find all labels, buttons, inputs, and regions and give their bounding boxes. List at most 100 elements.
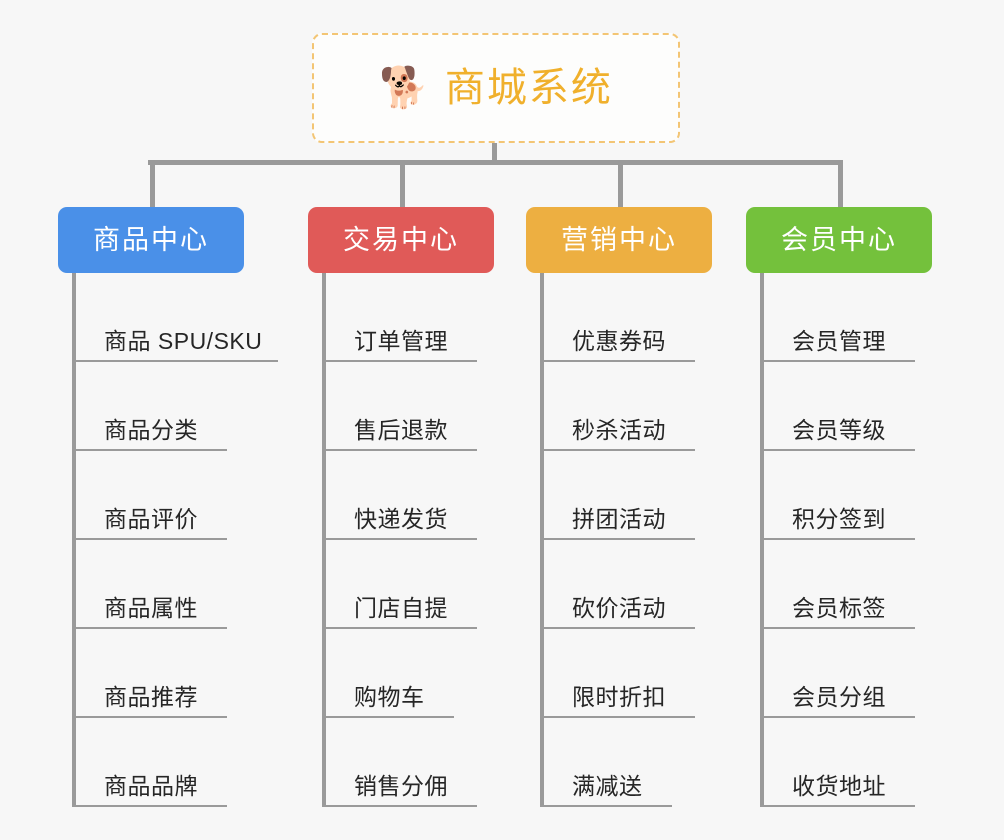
root-node-title: 商城系统 [444,66,613,110]
leaf-item-label: 商品评价 [104,506,198,532]
leaf-underline [72,449,227,451]
leaf-item[interactable]: 商品评价 [72,451,262,540]
leaf-underline [540,805,672,807]
leaf-item-label: 满减送 [572,773,643,799]
leaf-list-member-center: 会员管理会员等级积分签到会员标签会员分组收货地址 [760,273,915,807]
leaf-underline [760,360,915,362]
leaf-item[interactable]: 快递发货 [322,451,477,540]
leaf-underline [322,627,477,629]
leaf-item[interactable]: 商品 SPU/SKU [72,273,278,362]
leaf-item-label: 砍价活动 [572,595,666,621]
leaf-item-label: 会员分组 [792,684,886,710]
leaf-list-trade-center: 订单管理售后退款快递发货门店自提购物车销售分佣 [322,273,477,807]
leaf-item[interactable]: 收货地址 [760,718,915,807]
leaf-item[interactable]: 商品品牌 [72,718,262,807]
category-label-trade-center: 交易中心 [343,224,459,255]
leaf-item-label: 售后退款 [354,417,448,443]
category-label-product-center: 商品中心 [93,224,209,255]
leaf-spine-product-center [72,273,76,807]
leaf-item-label: 商品品牌 [104,773,198,799]
leaf-underline [322,360,477,362]
leaf-item[interactable]: 商品分类 [72,362,262,451]
leaf-item[interactable]: 优惠券码 [540,273,695,362]
leaf-item-label: 购物车 [354,684,425,710]
leaf-item-label: 商品 SPU/SKU [104,328,263,354]
leaf-underline [322,716,454,718]
leaf-item[interactable]: 满减送 [540,718,672,807]
leaf-item-label: 会员标签 [792,595,886,621]
leaf-item-label: 商品属性 [104,595,198,621]
leaf-item-label: 商品分类 [104,417,198,443]
leaf-item[interactable]: 砍价活动 [540,540,695,629]
leaf-underline [760,716,915,718]
leaf-underline [72,627,227,629]
leaf-item[interactable]: 会员管理 [760,273,915,362]
leaf-spine-marketing-center [540,273,544,807]
category-box-trade-center[interactable]: 交易中心 [308,207,494,273]
leaf-underline [540,716,695,718]
leaf-underline [322,449,477,451]
connector-horizontal-bus [148,160,840,165]
leaf-item[interactable]: 购物车 [322,629,454,718]
leaf-underline [322,805,477,807]
leaf-item[interactable]: 拼团活动 [540,451,695,540]
leaf-item-label: 快递发货 [354,506,448,532]
leaf-underline [72,360,278,362]
root-node-shop-system[interactable]: 🐕 商城系统 [312,33,680,143]
leaf-item[interactable]: 会员等级 [760,362,915,451]
leaf-underline [72,805,227,807]
leaf-underline [540,538,695,540]
leaf-underline [540,360,695,362]
leaf-column-marketing-center: 优惠券码秒杀活动拼团活动砍价活动限时折扣满减送 [540,273,695,807]
leaf-item[interactable]: 售后退款 [322,362,477,451]
leaf-item[interactable]: 销售分佣 [322,718,477,807]
leaf-item-label: 商品推荐 [104,684,198,710]
connector-root-stem [492,143,497,164]
leaf-item[interactable]: 门店自提 [322,540,477,629]
leaf-item[interactable]: 订单管理 [322,273,477,362]
leaf-item[interactable]: 商品属性 [72,540,262,629]
category-box-product-center[interactable]: 商品中心 [58,207,244,273]
leaf-item[interactable]: 积分签到 [760,451,915,540]
leaf-item[interactable]: 会员分组 [760,629,915,718]
connector-drop-trade-center [400,160,405,208]
leaf-list-product-center: 商品 SPU/SKU 商品分类商品评价商品属性商品推荐商品品牌 [72,273,278,807]
leaf-item-label: 会员等级 [792,417,886,443]
leaf-item[interactable]: 秒杀活动 [540,362,695,451]
leaf-underline [540,627,695,629]
leaf-underline [760,627,915,629]
category-label-member-center: 会员中心 [781,224,897,255]
leaf-item-label: 门店自提 [354,595,448,621]
leaf-underline [760,805,915,807]
connector-drop-member-center [838,160,843,208]
leaf-column-member-center: 会员管理会员等级积分签到会员标签会员分组收货地址 [760,273,915,807]
leaf-underline [72,538,227,540]
leaf-column-product-center: 商品 SPU/SKU 商品分类商品评价商品属性商品推荐商品品牌 [72,273,278,807]
category-box-marketing-center[interactable]: 营销中心 [526,207,712,273]
shiba-inu-dog-face-icon: 🐕 [379,66,429,110]
leaf-item-label: 优惠券码 [572,328,666,354]
leaf-item-label: 限时折扣 [572,684,666,710]
connector-drop-marketing-center [618,160,623,208]
leaf-item-label: 会员管理 [792,328,886,354]
leaf-spine-member-center [760,273,764,807]
category-label-marketing-center: 营销中心 [561,224,677,255]
leaf-underline [322,538,477,540]
category-box-member-center[interactable]: 会员中心 [746,207,932,273]
leaf-item[interactable]: 限时折扣 [540,629,695,718]
leaf-item-label: 秒杀活动 [572,417,666,443]
leaf-column-trade-center: 订单管理售后退款快递发货门店自提购物车销售分佣 [322,273,477,807]
leaf-underline [760,538,915,540]
leaf-underline [760,449,915,451]
leaf-list-marketing-center: 优惠券码秒杀活动拼团活动砍价活动限时折扣满减送 [540,273,695,807]
leaf-underline [72,716,227,718]
leaf-underline [540,449,695,451]
connector-drop-product-center [150,160,155,208]
leaf-item[interactable]: 商品推荐 [72,629,262,718]
leaf-item[interactable]: 会员标签 [760,540,915,629]
leaf-item-label: 积分签到 [792,506,886,532]
leaf-spine-trade-center [322,273,326,807]
leaf-item-label: 销售分佣 [354,773,448,799]
leaf-item-label: 订单管理 [354,328,448,354]
